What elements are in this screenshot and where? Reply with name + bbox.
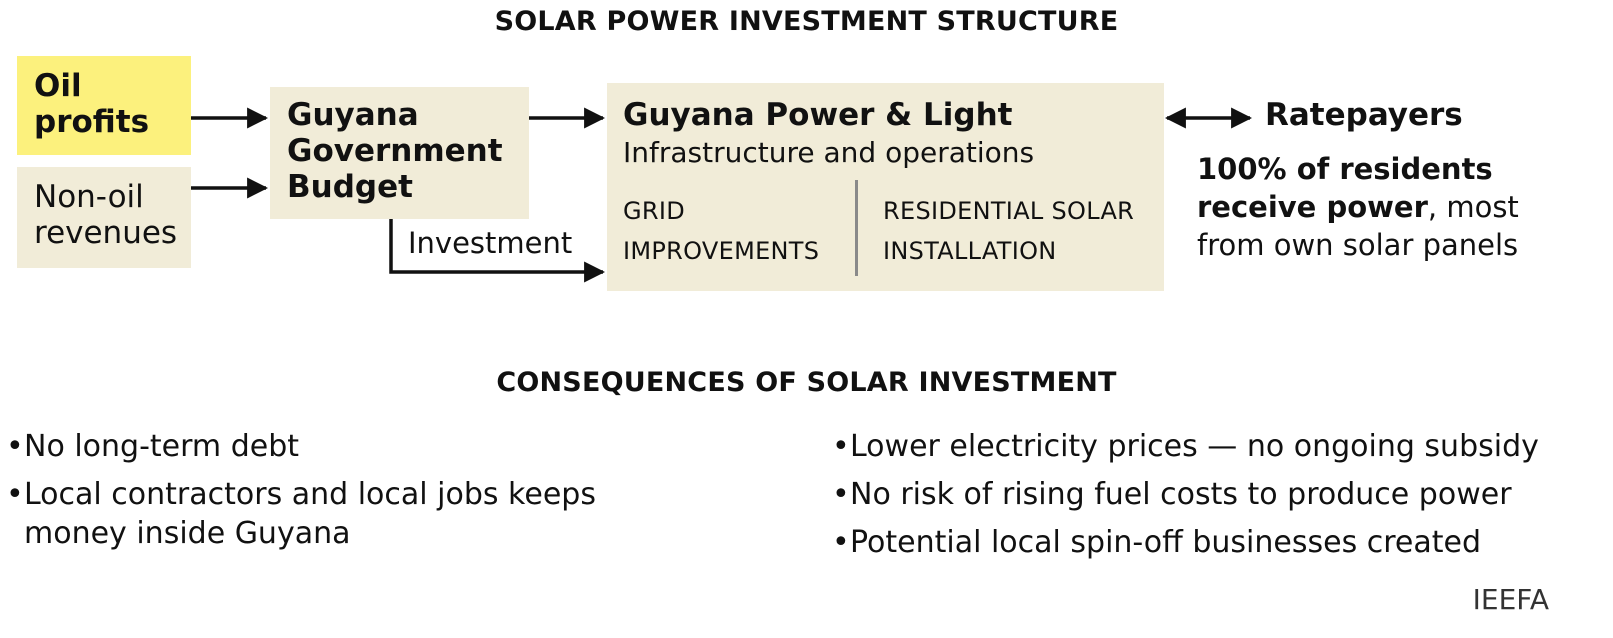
ratepayers-note: 100% of residents receive power, most fr… [1197, 150, 1527, 264]
non-oil-revenues-box: Non-oil revenues [17, 167, 191, 268]
oil-profits-box: Oil profits [17, 56, 191, 155]
non-oil-revenues-label: Non-oil revenues [34, 179, 178, 251]
source-label: IEEFA [1472, 583, 1549, 616]
investment-label: Investment [408, 226, 573, 260]
list-item: •Local contractors and local jobs keeps … [6, 477, 596, 551]
list-item: •No risk of rising fuel costs to produce… [832, 477, 1512, 512]
ratepayers-note-bold: 100% of residents receive power [1197, 152, 1493, 224]
gpl-subtitle: Infrastructure and operations [623, 136, 1035, 169]
grid-improvements-label: GRID IMPROVEMENTS [623, 197, 820, 265]
consequences-right-list: •Lower electricity prices — no ongoing s… [832, 427, 1592, 571]
consequences-title: CONSEQUENCES OF SOLAR INVESTMENT [496, 367, 1117, 398]
consequences-left-list: •No long-term debt •Local contractors an… [6, 427, 726, 562]
list-item: •Lower electricity prices — no ongoing s… [832, 429, 1539, 464]
government-budget-label: Guyana Government Budget [287, 97, 503, 205]
list-item: •No long-term debt [6, 429, 299, 464]
ratepayers-label: Ratepayers [1265, 97, 1463, 133]
gpl-box: Guyana Power & Light Infrastructure and … [607, 83, 1164, 291]
government-budget-box: Guyana Government Budget [270, 87, 529, 219]
ratepayers-note-rest: , most from own solar panels [1197, 190, 1519, 262]
residential-solar-label: RESIDENTIAL SOLAR INSTALLATION [883, 197, 1135, 265]
arrow-investment [389, 219, 606, 283]
diagram-title: SOLAR POWER INVESTMENT STRUCTURE [494, 6, 1119, 37]
oil-profits-label: Oil profits [34, 68, 150, 140]
gpl-title: Guyana Power & Light [623, 97, 1013, 133]
column-divider [855, 180, 858, 276]
list-item: •Potential local spin-off businesses cre… [832, 525, 1482, 560]
